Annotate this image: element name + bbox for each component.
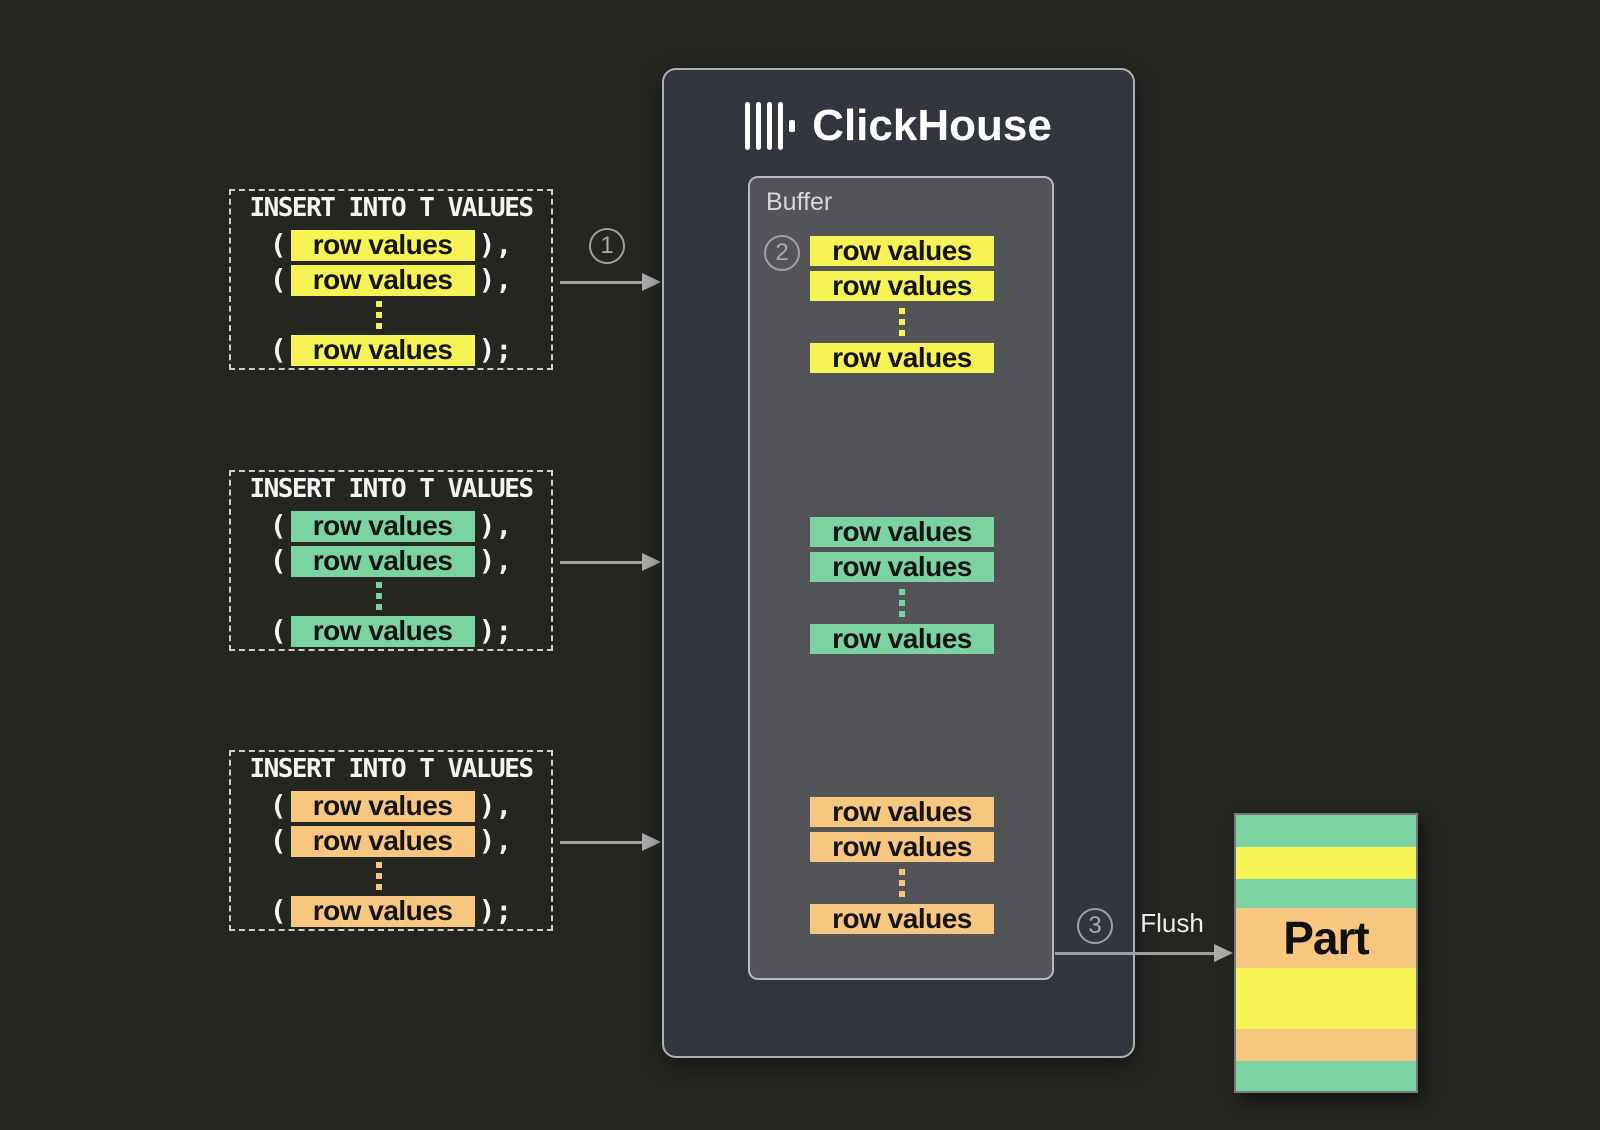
buffer-group-green: row values row values row values — [810, 516, 994, 654]
insert-title: INSERT INTO T VALUES — [249, 193, 534, 223]
ellipsis-dots-icon — [376, 862, 382, 890]
buffer-group-orange: row values row values row values — [810, 796, 994, 934]
insert-query-box-3: INSERT INTO T VALUES ( row values ), ( r… — [229, 750, 553, 931]
paren-open: ( — [269, 509, 287, 542]
paren-open: ( — [269, 789, 287, 822]
paren-close: ); — [478, 333, 513, 366]
ellipsis-dots-icon — [899, 869, 905, 897]
insert-row: ( row values ), — [269, 789, 513, 822]
part-stripe — [1236, 879, 1416, 908]
insert-row: ( row values ), — [269, 824, 513, 857]
ellipsis-dots-icon — [899, 308, 905, 336]
paren-close: ), — [478, 824, 513, 857]
ellipsis-dots-icon — [376, 301, 382, 329]
buffer-group-yellow: row values row values row values — [810, 235, 994, 373]
step-number: 3 — [1088, 912, 1102, 939]
row-values-chip: row values — [290, 790, 475, 822]
paren-open: ( — [269, 228, 287, 261]
part-stripe — [1236, 1061, 1416, 1091]
insert-row: ( row values ), — [269, 263, 513, 296]
step-number: 1 — [600, 232, 614, 259]
paren-close: ), — [478, 544, 513, 577]
clickhouse-logo-icon — [745, 102, 796, 150]
paren-close: ); — [478, 614, 513, 647]
insert-row: ( row values ), — [269, 228, 513, 261]
part-stripe: Part — [1236, 908, 1416, 968]
paren-open: ( — [269, 333, 287, 366]
flush-label: Flush — [1140, 908, 1204, 938]
row-values-chip: row values — [810, 796, 994, 827]
paren-open: ( — [269, 544, 287, 577]
part-stripe — [1236, 1029, 1416, 1061]
clickhouse-title: ClickHouse — [812, 101, 1052, 150]
step-number: 2 — [775, 239, 789, 266]
part-stripe — [1236, 815, 1416, 847]
buffer-box: Buffer 2 row values row values row value… — [748, 176, 1054, 980]
insert-row: ( row values ), — [269, 544, 513, 577]
row-values-chip: row values — [810, 342, 994, 373]
row-values-chip: row values — [810, 516, 994, 547]
paren-close: ), — [478, 228, 513, 261]
step-badge-3: 3 — [1077, 908, 1113, 944]
row-values-chip: row values — [290, 825, 475, 857]
arrow-insert-1-icon — [560, 273, 661, 291]
arrow-flush-icon — [1055, 944, 1233, 962]
clickhouse-panel: ClickHouse Buffer 2 row values row value… — [662, 68, 1135, 1058]
row-values-chip: row values — [290, 615, 475, 647]
insert-row: ( row values ); — [269, 333, 513, 366]
arrow-insert-3-icon — [560, 833, 661, 851]
row-values-chip: row values — [290, 334, 475, 366]
insert-row: ( row values ); — [269, 894, 513, 927]
paren-close: ), — [478, 789, 513, 822]
insert-query-box-1: INSERT INTO T VALUES ( row values ), ( r… — [229, 189, 553, 370]
arrow-insert-2-icon — [560, 553, 661, 571]
buffer-label: Buffer — [766, 188, 833, 216]
part-stripe — [1236, 968, 1416, 1029]
ellipsis-dots-icon — [899, 589, 905, 617]
insert-row: ( row values ); — [269, 614, 513, 647]
row-values-chip: row values — [810, 270, 994, 301]
row-values-chip: row values — [290, 545, 475, 577]
paren-open: ( — [269, 263, 287, 296]
row-values-chip: row values — [810, 623, 994, 654]
part-label: Part — [1283, 912, 1369, 964]
paren-open: ( — [269, 614, 287, 647]
row-values-chip: row values — [810, 235, 994, 266]
row-values-chip: row values — [290, 229, 475, 261]
paren-open: ( — [269, 894, 287, 927]
insert-row: ( row values ), — [269, 509, 513, 542]
row-values-chip: row values — [290, 510, 475, 542]
row-values-chip: row values — [290, 895, 475, 927]
insert-title: INSERT INTO T VALUES — [249, 474, 534, 504]
paren-open: ( — [269, 824, 287, 857]
row-values-chip: row values — [810, 903, 994, 934]
part-stripe — [1236, 847, 1416, 879]
step-badge-1: 1 — [589, 228, 625, 264]
step-badge-2: 2 — [764, 235, 800, 271]
paren-close: ), — [478, 509, 513, 542]
row-values-chip: row values — [290, 264, 475, 296]
insert-title: INSERT INTO T VALUES — [249, 754, 534, 784]
paren-close: ), — [478, 263, 513, 296]
row-values-chip: row values — [810, 831, 994, 862]
row-values-chip: row values — [810, 551, 994, 582]
clickhouse-header: ClickHouse — [664, 100, 1133, 152]
part-box: Part — [1234, 813, 1418, 1093]
ellipsis-dots-icon — [376, 582, 382, 610]
insert-query-box-2: INSERT INTO T VALUES ( row values ), ( r… — [229, 470, 553, 651]
paren-close: ); — [478, 894, 513, 927]
